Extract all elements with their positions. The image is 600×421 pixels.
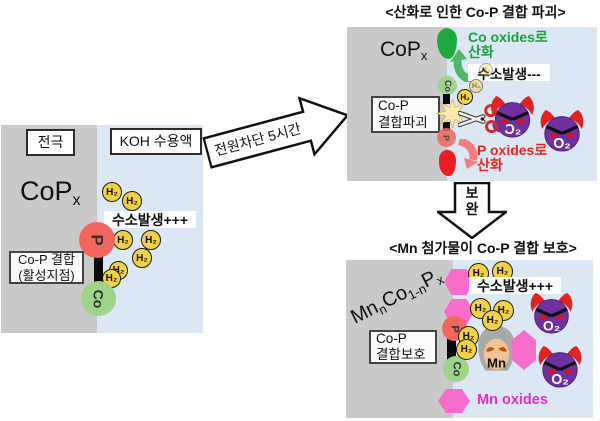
p-oxidation-text: P oxides로 산화 xyxy=(477,142,548,174)
scissors-icon xyxy=(458,104,499,134)
active-site-line2: (활성지점) xyxy=(18,267,75,283)
h2-label: H₂ xyxy=(112,265,125,276)
bond-destroyed-line1: Co-P xyxy=(378,98,409,114)
right-arrow-icon xyxy=(202,96,350,169)
h2-label: H₂ xyxy=(471,82,481,90)
h2-label: H₂ xyxy=(145,234,157,246)
copx-formula-left: CoPx xyxy=(20,176,81,210)
transition-arrow-label-wrap: 전원차단 5시간 xyxy=(198,95,317,184)
co-atom-circle: Co xyxy=(443,356,469,382)
h2-bubble: H₂ xyxy=(457,89,473,105)
bond-protected-line2: 결합보호 xyxy=(376,347,426,362)
mn-hexagon-icon xyxy=(438,389,470,413)
hydrogen-status-left: 수소발생+++ xyxy=(111,211,189,228)
bottom-right-title: <Mn 첨가물이 Co-P 결합 보호> xyxy=(389,240,577,256)
h2-label: H₂ xyxy=(126,195,138,207)
h2-label: H₂ xyxy=(106,186,118,198)
h2-bubble-faded: H₂ xyxy=(469,79,483,93)
broken-bond-bar-top xyxy=(443,94,450,104)
koh-solution-labelbox: KOH 수용액 xyxy=(110,128,202,155)
copx-formula-topright: CoPx xyxy=(380,38,427,63)
red-curved-arrow-icon xyxy=(457,139,478,169)
h2-bubble: H₂ xyxy=(122,191,142,211)
o2-devil-icon: O₂ xyxy=(540,109,584,152)
co-atom-label: Co xyxy=(90,289,107,308)
co-atom-label: Co xyxy=(442,79,453,92)
bond-protected-box: Co-P 결합보호 xyxy=(369,330,437,364)
bond-destroyed-line2: 결합파괴 xyxy=(378,114,428,130)
p-oxide-blob-icon xyxy=(439,150,456,176)
mn-guardian-label: Mn xyxy=(487,355,506,370)
active-site-box: Co-P 결합 (활성지점) xyxy=(9,251,84,284)
down-arrow-icon xyxy=(437,182,507,239)
formula-base: CoP xyxy=(380,38,421,61)
formula-subscript: x xyxy=(72,192,81,209)
h2-bubble: H₂ xyxy=(102,182,122,202)
h2-label: H₂ xyxy=(136,252,148,264)
co-oxide-blob-icon xyxy=(437,28,457,59)
p-oxidation-line2: 산화 xyxy=(477,157,503,174)
koh-solution-label: KOH 수용액 xyxy=(119,132,193,149)
transition-arrow: 전원차단 5시간 xyxy=(198,84,358,184)
h2-bubble: H₂ xyxy=(132,248,152,268)
top-right-title: <산화로 인한 Co-P 결합 파괴> xyxy=(385,4,566,20)
formula-subscript: x xyxy=(420,48,428,63)
mn-oxides-label: Mn oxides xyxy=(477,392,548,408)
co-atom-circle-small: Co xyxy=(438,76,457,95)
co-oxidation-line2: 산화 xyxy=(468,44,494,61)
p-oxidation-line1: P oxides로 xyxy=(477,142,548,158)
p-atom-label: P xyxy=(441,134,452,141)
o2-label: O₂ xyxy=(543,317,560,333)
bond-destroyed-box: Co-P 결합파괴 xyxy=(371,96,440,133)
broken-bond-bar-bottom xyxy=(443,122,450,131)
supplement-char1: 보 xyxy=(465,185,479,201)
hydrogen-status-bottom: 수소발생+++ xyxy=(476,277,554,294)
formula-base: CoP xyxy=(20,176,73,206)
co-oxidation-line1: Co oxides로 xyxy=(468,29,548,45)
active-site-line1: Co-P 결합 xyxy=(18,251,75,267)
h2-bubble-faded: H₂ xyxy=(479,63,493,77)
o2-label: O₂ xyxy=(551,372,569,388)
h2-label: H₂ xyxy=(462,331,475,342)
mn-guardian-icon: Mn xyxy=(478,325,515,371)
hydrogen-status-strip-left: 수소발생+++ xyxy=(104,211,196,228)
p-atom-label: P xyxy=(88,234,107,246)
h2-bubble: H₂ xyxy=(482,310,503,331)
o2-devil-icon: O₂ xyxy=(530,292,573,334)
h2-label: H₂ xyxy=(481,66,491,74)
supplement-char2: 완 xyxy=(465,201,479,217)
co-p-bond-bar-bottom xyxy=(447,336,456,362)
h2-label: H₂ xyxy=(460,344,473,355)
co-atom-circle: Co xyxy=(81,281,116,316)
transition-arrow-label: 전원차단 5시간 xyxy=(212,120,303,159)
h2-bubble: H₂ xyxy=(113,230,133,250)
hydrogen-status-topright: 수소발생--- xyxy=(477,66,541,82)
h2-label: H₂ xyxy=(496,266,509,277)
p-atom-circle-small: P xyxy=(437,128,456,147)
co-oxidation-text: Co oxides로 산화 xyxy=(468,29,548,61)
h2-bubble: H₂ xyxy=(456,339,477,360)
h2-label: H₂ xyxy=(474,303,487,314)
co-p-bond-bar xyxy=(94,247,103,289)
co-atom-label: Co xyxy=(449,361,462,377)
h2-label: H₂ xyxy=(472,268,485,279)
bond-protected-line1: Co-P xyxy=(376,330,407,346)
o2-label: O₂ xyxy=(504,122,522,138)
h2-label: H₂ xyxy=(497,305,510,316)
o2-label: O₂ xyxy=(553,136,571,152)
h2-label: H₂ xyxy=(486,315,499,326)
h2-label: H₂ xyxy=(460,92,470,102)
electrode-labelbox: 전극 xyxy=(26,129,75,156)
h2-bubble: H₂ xyxy=(141,230,161,250)
starburst-icon xyxy=(436,99,469,128)
o2-devil-icon: O₂ xyxy=(538,345,582,388)
supplement-arrow-label: 보 완 xyxy=(437,185,507,217)
h2-label: H₂ xyxy=(105,273,118,284)
p-atom-circle: P xyxy=(79,222,115,258)
h2-label: H₂ xyxy=(117,234,129,246)
hydrogen-status-strip-bottom: 수소발생+++ xyxy=(469,277,561,294)
electrode-label: 전극 xyxy=(37,133,64,150)
